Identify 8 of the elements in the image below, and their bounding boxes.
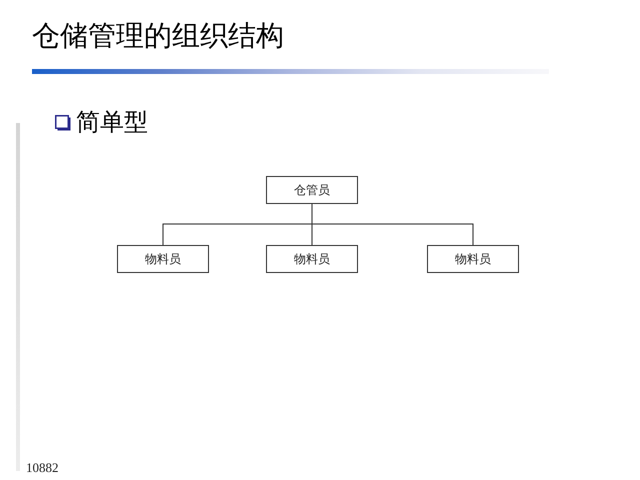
org-box: 物料员 bbox=[266, 245, 358, 273]
subheading: 简单型 bbox=[76, 108, 148, 136]
connector-line bbox=[312, 204, 474, 246]
title: 仓储管理的组织结构 bbox=[32, 19, 284, 53]
org-box: 物料员 bbox=[117, 245, 209, 273]
page-number: 10882 bbox=[26, 460, 58, 475]
org-box: 仓管员 bbox=[266, 176, 358, 204]
org-box: 物料员 bbox=[427, 245, 519, 273]
